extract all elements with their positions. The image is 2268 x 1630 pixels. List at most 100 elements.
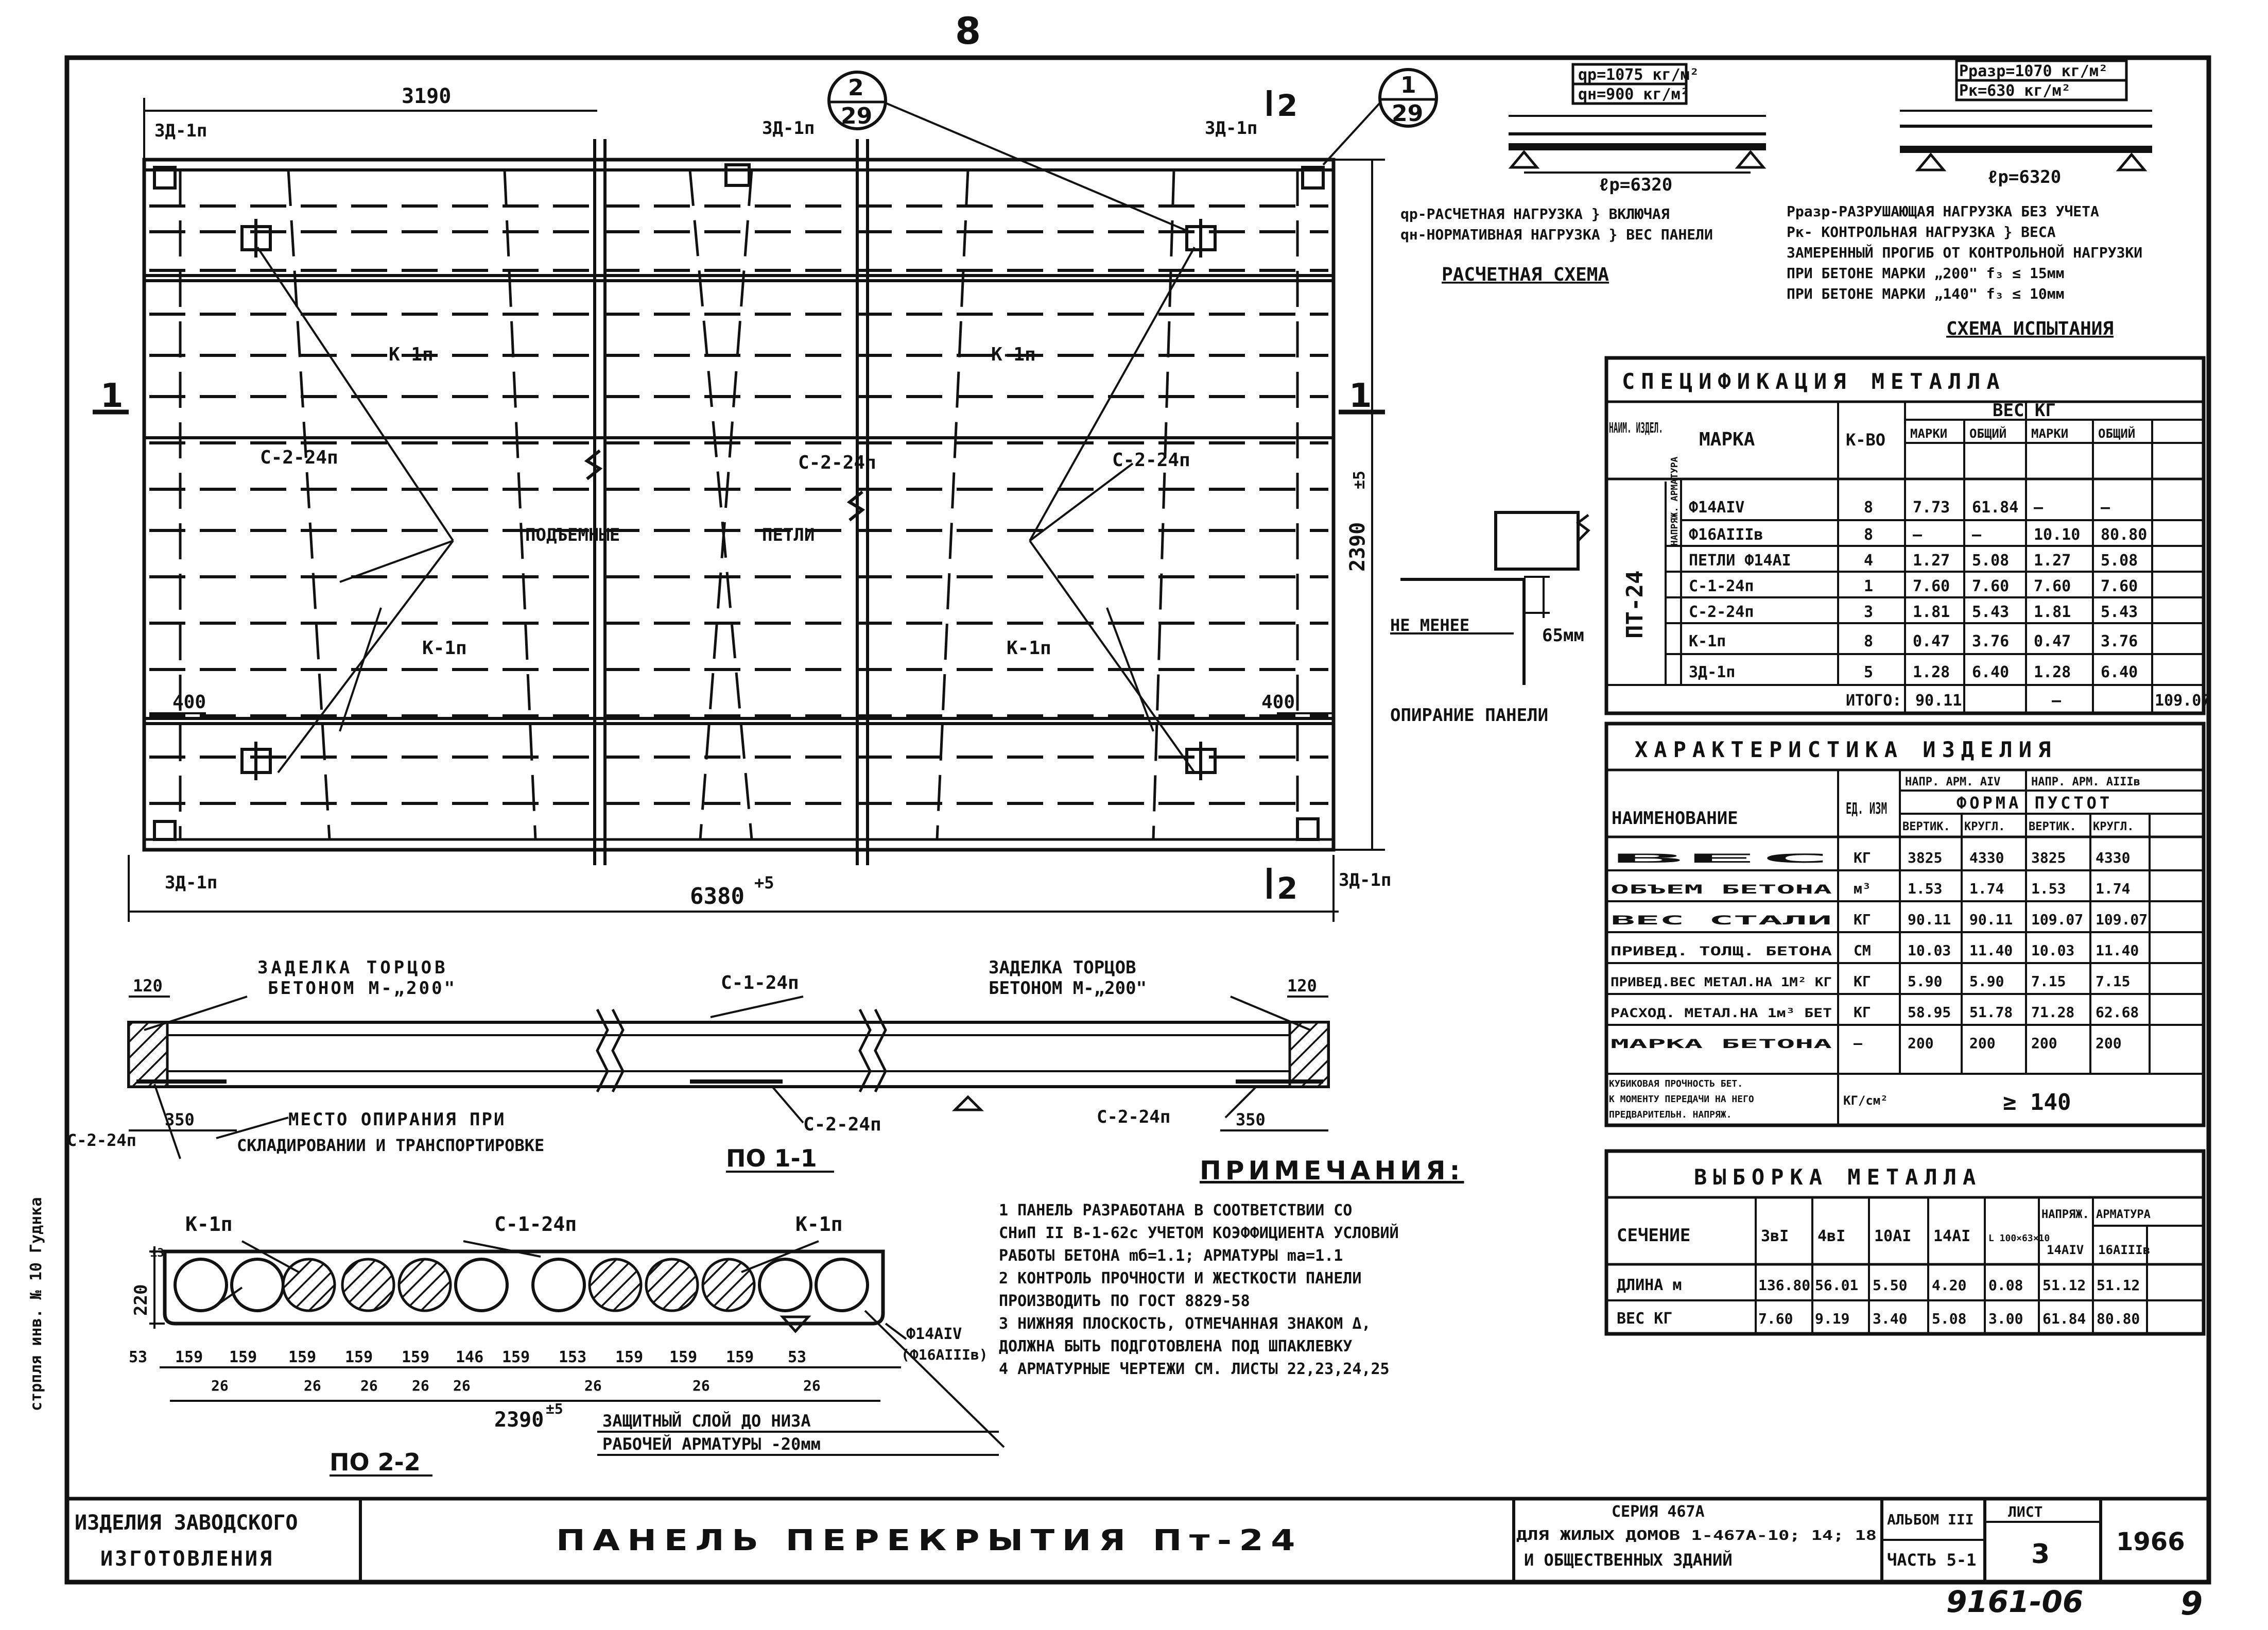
dim-label: 146 [456,1348,483,1366]
metal-cell: 5.08 [1932,1310,1966,1327]
char-cell: 1.74 [2096,880,2130,897]
svg-text:29: 29 [1392,100,1423,127]
svg-text:ИЗГОТОВЛЕНИЯ: ИЗГОТОВЛЕНИЯ [100,1547,274,1571]
svg-text:К МОМЕНТУ ПЕРЕДАЧИ НА НЕГО: К МОМЕНТУ ПЕРЕДАЧИ НА НЕГО [1609,1094,1754,1105]
char-cell-unit: — [1854,1035,1862,1052]
spec-cell-mark: С-1-24п [1689,577,1754,595]
label-lift-a: ПОДЪЕМНЫЕ [525,525,620,545]
note-line: 2 КОНТРОЛЬ ПРОЧНОСТИ И ЖЕСТКОСТИ ПАНЕЛИ [999,1269,1361,1288]
char-cell: 90.11 [1908,911,1951,928]
svg-text:ЗАЩИТНЫЙ СЛОЙ ДО НИЗА: ЗАЩИТНЫЙ СЛОЙ ДО НИЗА [602,1411,811,1431]
void-hatched [282,1258,336,1312]
char-cell-name: ПРИВЕД.ВЕС МЕТАЛ.НА 1М² КГ [1611,975,1832,989]
void-round [531,1258,586,1312]
dim-label: 26 [803,1377,821,1394]
dim-label: 26 [692,1377,710,1394]
spec-cell: 0.47 [1913,632,1950,650]
test-note4: ПРИ БЕТОНЕ МАРКИ „200" f₃ ≤ 15мм [1787,265,2064,282]
label-zd-tc: ЗД-1п [762,118,815,139]
spec-cell: 0.47 [2034,632,2071,650]
sheet-top-number: 8 [955,9,981,53]
svg-text:120: 120 [1287,976,1317,996]
char-cell-unit: КГ [1854,973,1871,990]
section-mark-bottom: 2 [1277,871,1297,906]
spec-cell-mark: С-2-24п [1689,603,1754,621]
void-hatched [341,1258,395,1312]
spec-cell: 5.08 [1972,552,2009,570]
spec-cell: 1.81 [2034,603,2071,621]
svg-text:НАПРЯЖ. АРМАТУРА: НАПРЯЖ. АРМАТУРА [2041,1208,2151,1221]
spec-cell: — [2101,499,2110,517]
note-line: СНиП II В-1-62с УЧЕТОМ КОЭФФИЦИЕНТА УСЛО… [999,1224,1399,1242]
plan-view: 1 1 2 2 2 29 1 29 3190 2390 ±5 6380 +5 4… [93,68,1438,922]
void-round [815,1258,869,1312]
char-cell: 5.90 [1969,973,2004,990]
char-cell: 11.40 [2096,942,2139,959]
label-k-bl: К-1п [422,638,467,659]
section-mark-left: 1 [100,377,124,415]
callout-2-29: 2 29 [827,71,887,130]
svg-text:ДЛЯ ЖИЛЫХ ДОМОВ 1-467А-10; 14;: ДЛЯ ЖИЛЫХ ДОМОВ 1-467А-10; 14; 18 [1516,1528,1877,1543]
label-c-l: С-2-24п [260,447,338,468]
spec-cell-mark: Ф16АIIIв [1689,526,1763,544]
char-cell: 58.95 [1908,1004,1951,1021]
spec-cell: 5.43 [2101,603,2138,621]
label-zd-bl: ЗД-1п [165,872,217,893]
svg-text:ИТОГО:: ИТОГО: [1846,692,1901,710]
section-mark-top: 2 [1277,88,1297,123]
dim-label: 26 [211,1377,229,1394]
svg-text:ЧАСТЬ 5-1: ЧАСТЬ 5-1 [1887,1550,1976,1570]
spec-cell: 6.40 [1972,663,2009,681]
spec-cell-mark: Ф14АIV [1689,499,1744,517]
svg-text:ЛИСТ: ЛИСТ [2008,1503,2042,1520]
dim-label: 153 [559,1348,586,1366]
svg-text:ОБЩИЙ: ОБЩИЙ [2098,426,2135,441]
note-line: РАБОТЫ БЕТОНА mб=1.1; АРМАТУРЫ mа=1.1 [999,1247,1343,1265]
spec-cell-qty: 4 [1864,552,1873,570]
svg-text:ПТ-24: ПТ-24 [1622,571,1648,639]
dim-label: 53 [129,1348,147,1366]
spec-cell: 7.60 [2034,577,2071,595]
label-k-br: К-1п [1007,638,1051,659]
char-cell-unit: м³ [1854,880,1871,897]
spec-cell-qty: 8 [1864,632,1873,650]
test-title: СХЕМА ИСПЫТАНИЯ [1946,318,2114,339]
svg-text:К-ВО: К-ВО [1846,430,1885,450]
metal-col-head: L 100×63×10 [1988,1233,2050,1244]
svg-text:ХАРАКТЕРИСТИКА ИЗДЕЛИЯ: ХАРАКТЕРИСТИКА ИЗДЕЛИЯ [1635,737,2057,762]
svg-text:СЕЧЕНИЕ: СЕЧЕНИЕ [1617,1225,1690,1246]
char-cell-unit: КГ [1854,911,1871,928]
title-block: ИЗДЕЛИЯ ЗАВОДСКОГО ИЗГОТОВЛЕНИЯ ПАНЕЛЬ П… [67,1497,2209,1582]
note-line: 4 АРМАТУРНЫЕ ЧЕРТЕЖИ СМ. ЛИСТЫ 22,23,24,… [999,1360,1390,1378]
test-note5: ПРИ БЕТОНЕ МАРКИ „140" f₃ ≤ 10мм [1787,285,2064,302]
callout-1-29: 1 29 [1378,68,1438,128]
svg-text:2390: 2390 [494,1408,544,1432]
spec-cell-qty: 3 [1864,603,1873,621]
svg-text:350: 350 [1236,1110,1266,1129]
svg-text:≥ 140: ≥ 140 [2003,1089,2071,1116]
plan-dims [128,98,1385,922]
spec-cell-qty: 5 [1864,663,1873,681]
svg-text:С-2-24п: С-2-24п [803,1114,881,1135]
char-cell-name: РАСХОД. МЕТАЛ.НА 1м³ БЕТ [1611,1006,1832,1020]
embedded-parts [153,163,1325,841]
calc-span: ℓр=6320 [1599,175,1672,195]
dim-label: 159 [345,1348,373,1366]
dim-label: 159 [502,1348,530,1366]
void-hatched [701,1258,756,1312]
svg-text:109.07: 109.07 [2155,692,2210,710]
dim-label: 159 [229,1348,257,1366]
notes: ПРИМЕЧАНИЯ: 1 ПАНЕЛЬ РАЗРАБОТАНА В СООТВ… [999,1156,1460,1378]
note-line: ДОЛЖНА БЫТЬ ПОДГОТОВЛЕНА ПОД ШПАКЛЕВКУ [999,1337,1352,1356]
svg-text:—: — [2052,692,2062,710]
label-lift-b: ПЕТЛИ [762,525,815,545]
char-cell: 3825 [2031,849,2066,866]
char-cell: 1.53 [1908,880,1942,897]
svg-text:АЛЬБОМ III: АЛЬБОМ III [1887,1511,1974,1528]
char-cell-name: ВЕС СТАЛИ [1611,913,1832,928]
dim-label: 159 [288,1348,316,1366]
support-min: НЕ МЕНЕЕ [1390,615,1469,635]
char-cell-name: МАРКА БЕТОНА [1611,1037,1832,1051]
dim-label: 53 [788,1348,806,1366]
